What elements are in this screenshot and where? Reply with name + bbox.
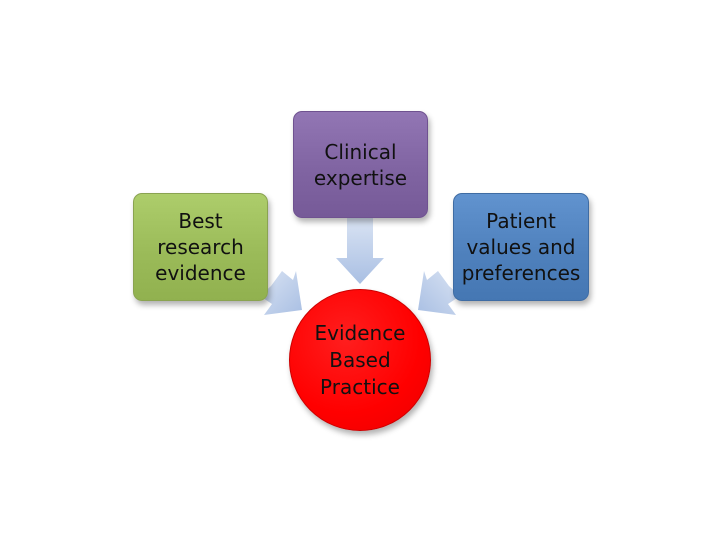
patient-values-box: Patient values and preferences: [453, 193, 589, 301]
evidence-based-practice-circle: Evidence Based Practice: [289, 289, 431, 431]
clinical-expertise-box: Clinical expertise: [293, 111, 428, 218]
arrow-best-research-evidence: [260, 271, 302, 315]
arrow-clinical-expertise: [336, 218, 384, 284]
evidence-based-practice-label: Evidence Based Practice: [314, 320, 406, 399]
best-research-evidence-label: Best research evidence: [155, 209, 246, 285]
clinical-expertise-label: Clinical expertise: [313, 139, 408, 190]
best-research-evidence-box: Best research evidence: [133, 193, 268, 301]
arrow-patient-values: [418, 271, 460, 315]
patient-values-label: Patient values and preferences: [461, 209, 581, 285]
